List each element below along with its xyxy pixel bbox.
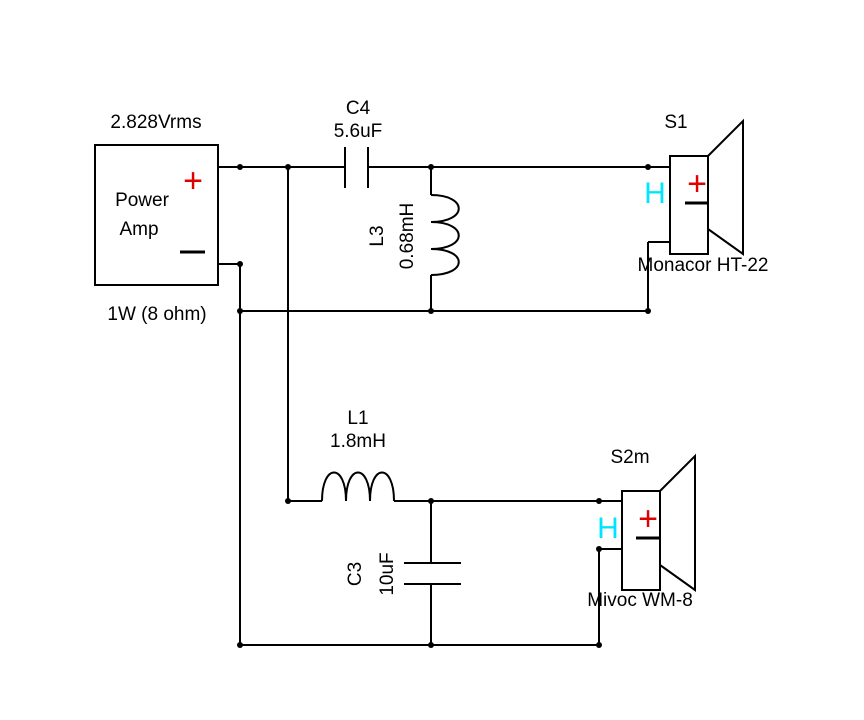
amp-voltage-label: 2.828Vrms bbox=[110, 112, 201, 133]
speaker-magnet-icon bbox=[621, 490, 661, 591]
c3-value-label: 10uF bbox=[377, 552, 398, 595]
inductor-coil-icon bbox=[430, 194, 460, 276]
power-amp-box bbox=[94, 144, 219, 286]
inductor-l3: L3 0.68mH bbox=[367, 194, 460, 276]
wires bbox=[218, 166, 670, 646]
amp-power-label: 1W (8 ohm) bbox=[107, 304, 206, 325]
s2-h-label: H bbox=[597, 512, 619, 545]
capacitor-c3: C3 10uF bbox=[345, 552, 461, 596]
c3-ref-label: C3 bbox=[345, 562, 366, 586]
speaker-s2m: + H S2m Mivoc WM-8 bbox=[587, 447, 696, 611]
s1-ref-label: S1 bbox=[664, 112, 687, 133]
c4-ref-label: C4 bbox=[346, 98, 371, 119]
s1-model-label: Monacor HT-22 bbox=[638, 255, 769, 276]
l1-ref-label: L1 bbox=[347, 408, 368, 429]
s1-plus-terminal-icon: + bbox=[687, 165, 707, 203]
l3-ref-label: L3 bbox=[367, 225, 388, 246]
amp-plus-terminal-icon: + bbox=[183, 162, 203, 200]
amp-name-line2: Amp bbox=[119, 219, 158, 240]
s2-plus-terminal-icon: + bbox=[638, 500, 658, 538]
capacitor-c4: C4 5.6uF bbox=[334, 98, 383, 188]
l1-value-label: 1.8mH bbox=[330, 431, 386, 452]
inductor-l1: L1 1.8mH bbox=[321, 408, 395, 502]
c4-value-label: 5.6uF bbox=[334, 121, 383, 142]
speaker-s1: + H S1 Monacor HT-22 bbox=[638, 112, 769, 276]
speaker-cone-icon bbox=[707, 118, 744, 256]
junction-dots bbox=[237, 164, 651, 648]
s1-h-label: H bbox=[644, 177, 666, 210]
s2-model-label: Mivoc WM-8 bbox=[587, 590, 693, 611]
l3-value-label: 0.68mH bbox=[397, 203, 418, 270]
speaker-cone-icon bbox=[659, 453, 696, 592]
power-amp: 2.828Vrms Power Amp 1W (8 ohm) + bbox=[94, 112, 219, 325]
inductor-coil-icon bbox=[321, 471, 395, 502]
amp-name-line1: Power bbox=[115, 190, 170, 211]
speaker-magnet-icon bbox=[669, 155, 709, 255]
s2-ref-label: S2m bbox=[610, 447, 649, 468]
